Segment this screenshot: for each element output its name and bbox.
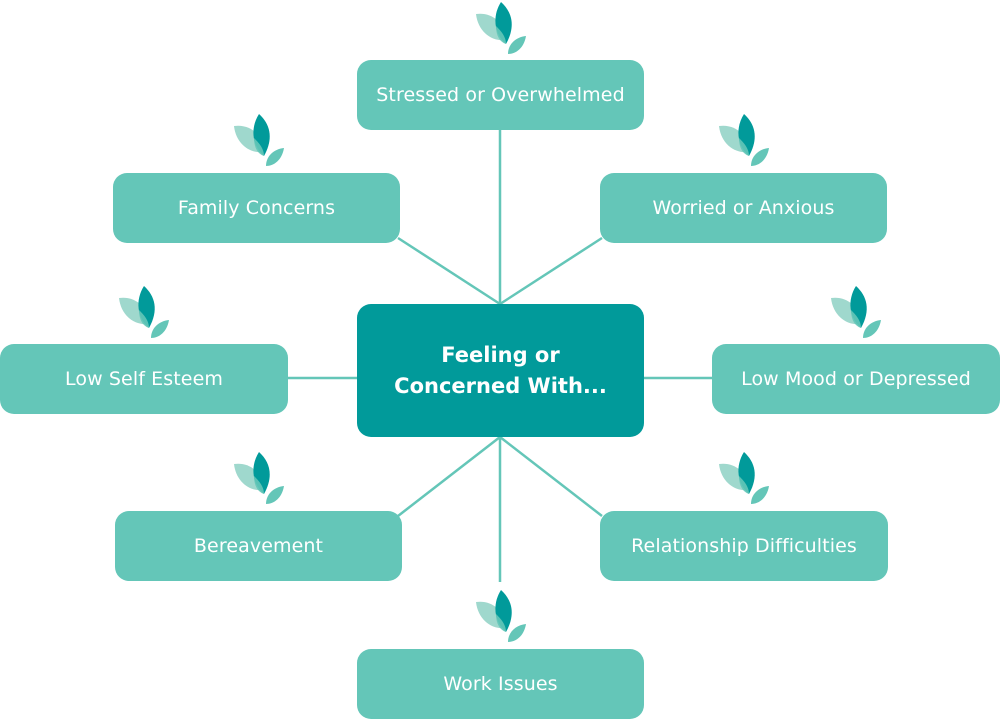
connector-worried	[499, 236, 603, 306]
connector-family	[397, 236, 501, 306]
node-bereavement[interactable]: Bereavement	[115, 511, 402, 581]
node-low-mood[interactable]: Low Mood or Depressed	[712, 344, 1000, 414]
node-label: Low Mood or Depressed	[741, 368, 971, 390]
leaf-icon	[472, 588, 528, 646]
node-label: Family Concerns	[177, 197, 336, 219]
node-label: Work Issues	[443, 673, 558, 695]
center-line-1: Feeling or	[441, 342, 560, 367]
leaf-icon	[230, 450, 286, 508]
node-relationship[interactable]: Relationship Difficulties	[600, 511, 888, 581]
node-family[interactable]: Family Concerns	[113, 173, 400, 243]
center-line-2: Concerned With...	[394, 373, 607, 398]
leaf-icon	[715, 450, 771, 508]
leaf-icon	[827, 284, 883, 342]
node-stressed[interactable]: Stressed or Overwhelmed	[357, 60, 644, 130]
node-label: Low Self Esteem	[65, 368, 223, 390]
leaf-icon	[715, 112, 771, 170]
node-label: Worried or Anxious	[652, 197, 835, 219]
node-label: Bereavement	[193, 535, 324, 557]
node-self-esteem[interactable]: Low Self Esteem	[0, 344, 288, 414]
center-node[interactable]: Feeling or Concerned With...	[357, 304, 644, 437]
leaf-icon	[472, 0, 528, 58]
connector-bereavement	[397, 436, 501, 517]
connector-relationship	[499, 436, 603, 517]
leaf-icon	[230, 112, 286, 170]
leaf-icon	[115, 284, 171, 342]
node-worried[interactable]: Worried or Anxious	[600, 173, 887, 243]
node-label: Stressed or Overwhelmed	[376, 84, 625, 106]
node-work[interactable]: Work Issues	[357, 649, 644, 719]
node-label: Relationship Difficulties	[631, 535, 857, 557]
